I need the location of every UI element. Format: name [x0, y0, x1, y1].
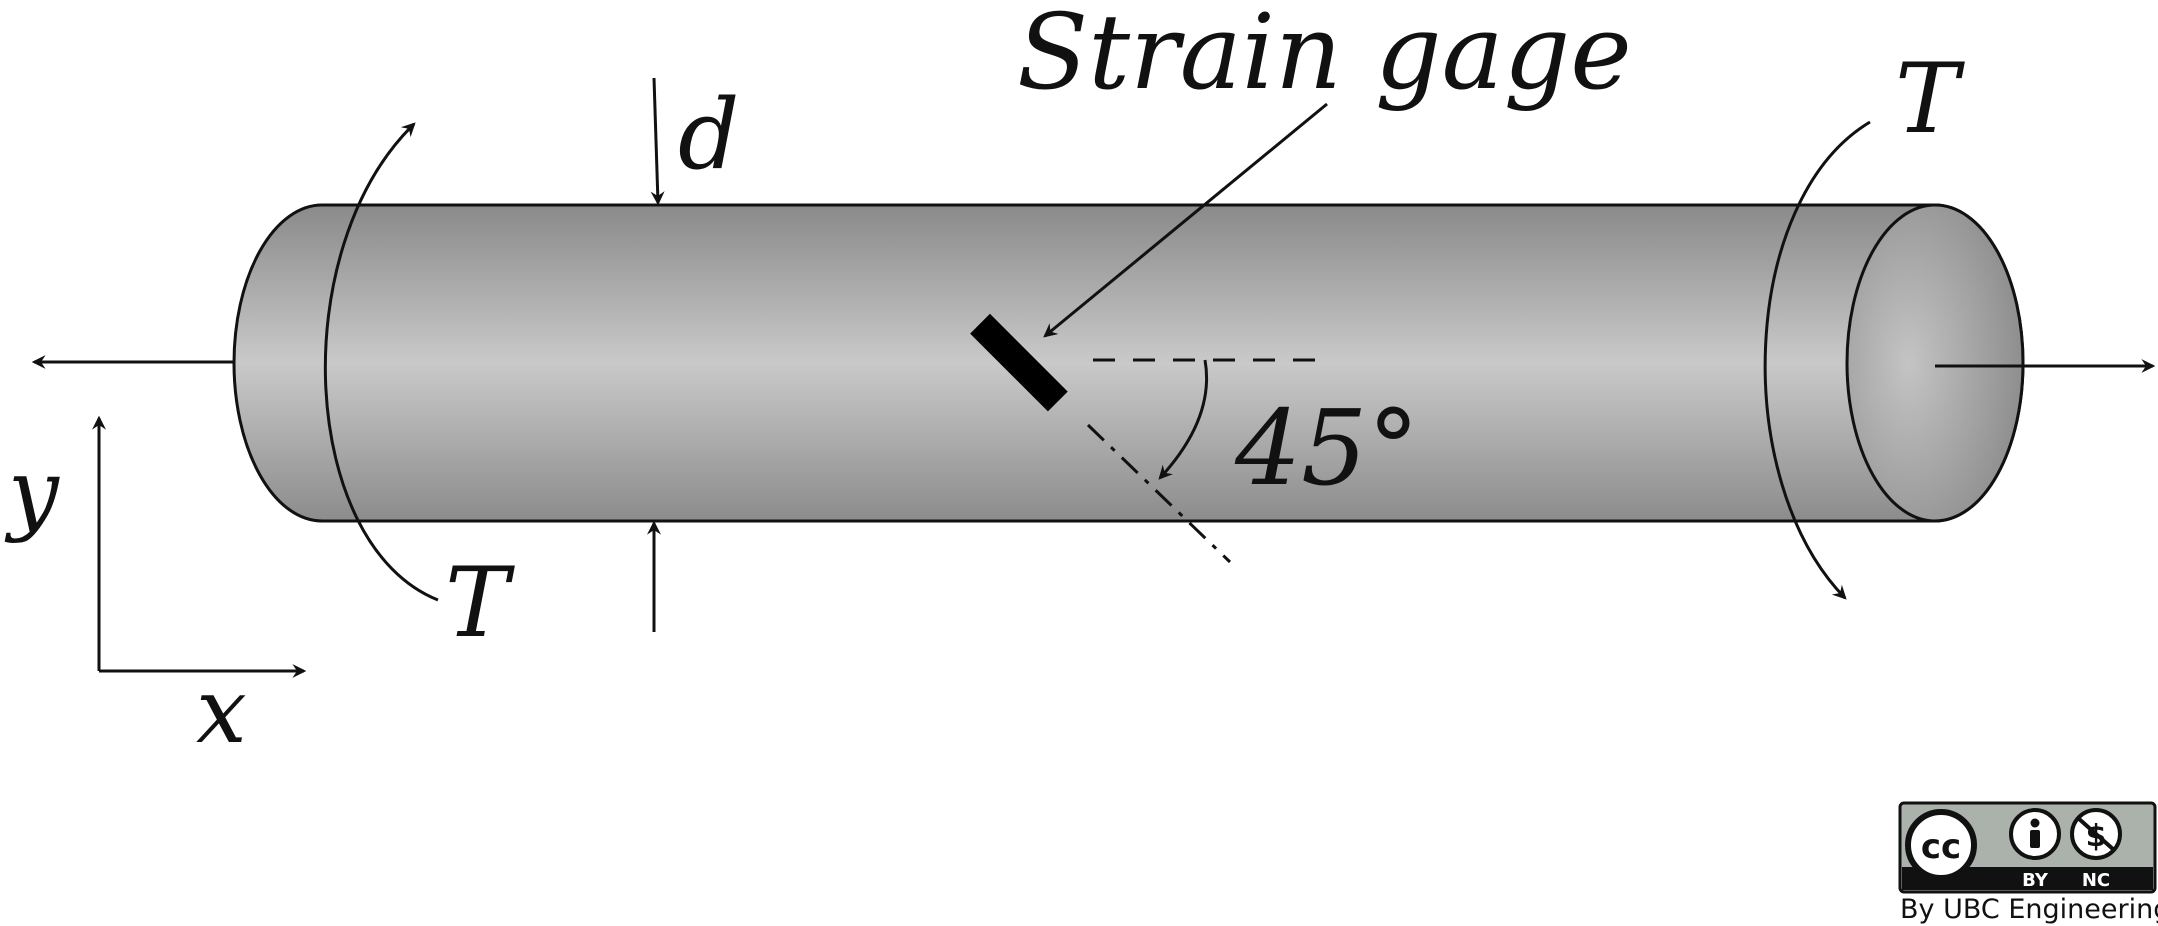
- cc-badge-dark-band: [1902, 867, 2153, 890]
- cc-nc-label: NC: [2082, 870, 2110, 891]
- torque-right-label: T: [1895, 43, 1965, 155]
- torque-left-arrow: [323, 122, 439, 602]
- torque-right-arrow: [1763, 120, 1871, 600]
- shaft-right-end-face: [1845, 203, 2025, 523]
- angle-label: 45°: [1234, 387, 1419, 509]
- diameter-arrow-top: [650, 77, 665, 206]
- strain-gage-label: Strain gage: [1017, 0, 1632, 113]
- cc-by-label: BY: [2022, 870, 2049, 891]
- gage-axis-line: [1086, 423, 1232, 564]
- credit-text: By UBC Engineering: [1900, 894, 2158, 925]
- y-axis-label: y: [4, 440, 60, 545]
- cc-icon: [1905, 809, 1977, 881]
- strain-gage: [970, 313, 1068, 412]
- torque-left-label: T: [445, 547, 515, 659]
- angle-arc-arrow: [1158, 359, 1209, 480]
- cc-icon-text: cc: [1921, 827, 1961, 867]
- shaft: [232, 203, 2025, 523]
- cc-license-badge: cc $ BY NC: [1898, 801, 2157, 894]
- strain-gage-pointer-arrow: [1043, 102, 1328, 338]
- x-axis-label: x: [196, 659, 247, 764]
- diameter-label: d: [678, 79, 739, 191]
- shaft-body: [232, 203, 2025, 523]
